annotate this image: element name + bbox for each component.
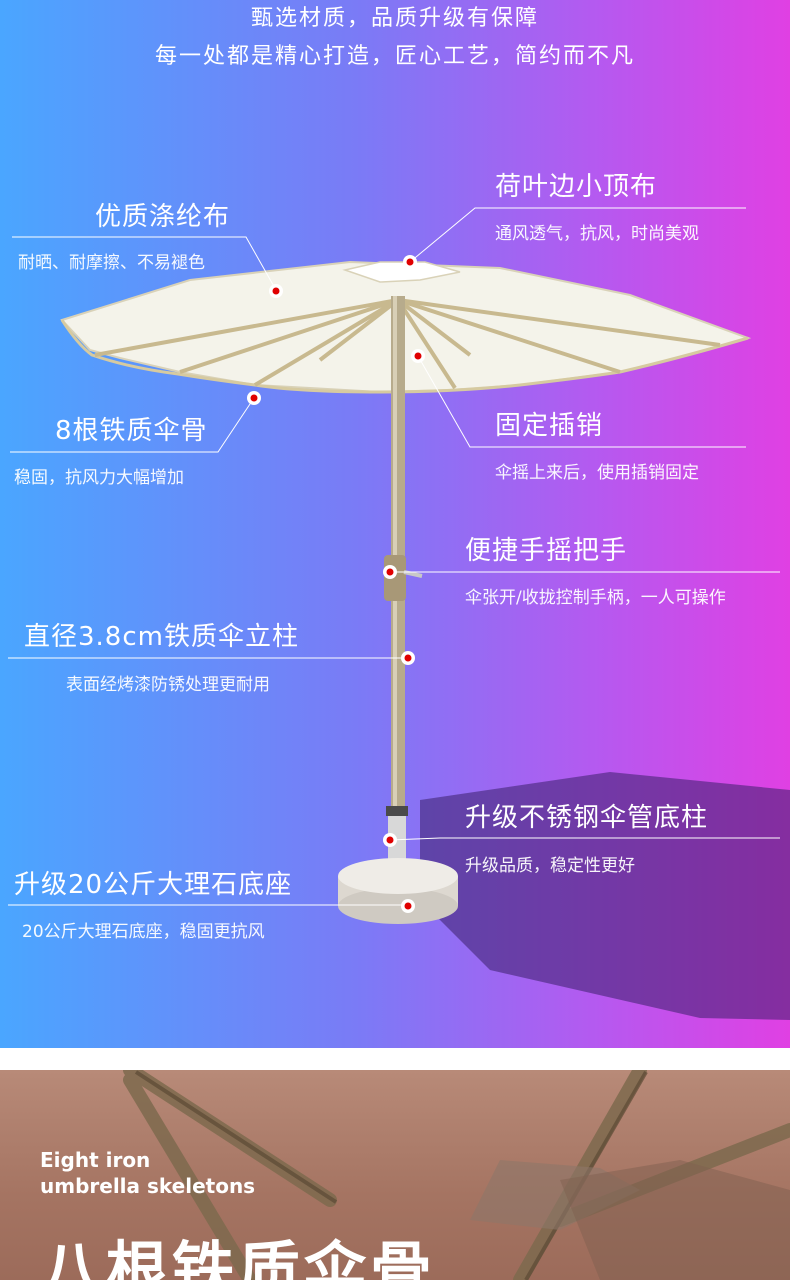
feature-title-crank: 便捷手摇把手 [465, 536, 628, 566]
feature-desc-pin: 伞摇上来后，使用插销固定 [495, 463, 699, 483]
ribs-photo [123, 1070, 790, 1280]
english-caption-line-1: Eight iron [40, 1148, 151, 1172]
feature-desc-base: 20公斤大理石底座，稳固更抗风 [22, 922, 265, 942]
section-divider [0, 1048, 790, 1070]
marker-dots [247, 255, 425, 913]
feature-desc-pole: 表面经烤漆防锈处理更耐用 [66, 675, 270, 695]
feature-desc-stainless: 升级品质，稳定性更好 [465, 856, 635, 876]
leader-lines [8, 207, 780, 906]
ribs-detail-section: Eight iron umbrella skeletons 八根铁质伞骨 [0, 1070, 790, 1280]
feature-desc-top-cloth: 通风透气，抗风，时尚美观 [495, 224, 699, 244]
feature-title-fabric: 优质涤纶布 [95, 202, 231, 232]
feature-title-pin: 固定插销 [495, 411, 604, 441]
feature-desc-crank: 伞张开/收拢控制手柄，一人可操作 [465, 588, 726, 608]
feature-title-top-cloth: 荷叶边小顶布 [495, 172, 658, 202]
feature-desc-ribs: 稳固，抗风力大幅增加 [14, 468, 184, 488]
feature-desc-fabric: 耐晒、耐摩擦、不易褪色 [18, 253, 205, 273]
shadow-band [420, 772, 790, 1020]
product-feature-panel: 甄选材质，品质升级有保障 每一处都是精心打造，匠心工艺，简约而不凡 优质涤纶布 … [0, 0, 790, 1048]
ribs-section-title: 八根铁质伞骨 [40, 1234, 437, 1280]
feature-title-pole: 直径3.8cm铁质伞立柱 [24, 622, 299, 652]
feature-title-ribs: 8根铁质伞骨 [55, 416, 208, 446]
english-caption-line-2: umbrella skeletons [40, 1174, 256, 1198]
crank-handle [403, 570, 423, 578]
umbrella-ribs [94, 298, 721, 390]
header-line-1: 甄选材质，品质升级有保障 [250, 6, 539, 31]
top-vent [342, 261, 461, 283]
feature-title-base: 升级20公斤大理石底座 [14, 870, 293, 900]
header-line-2: 每一处都是精心打造，匠心工艺，简约而不凡 [154, 44, 635, 69]
umbrella-illustration [8, 207, 790, 1020]
feature-title-stainless: 升级不锈钢伞管底柱 [465, 803, 709, 833]
